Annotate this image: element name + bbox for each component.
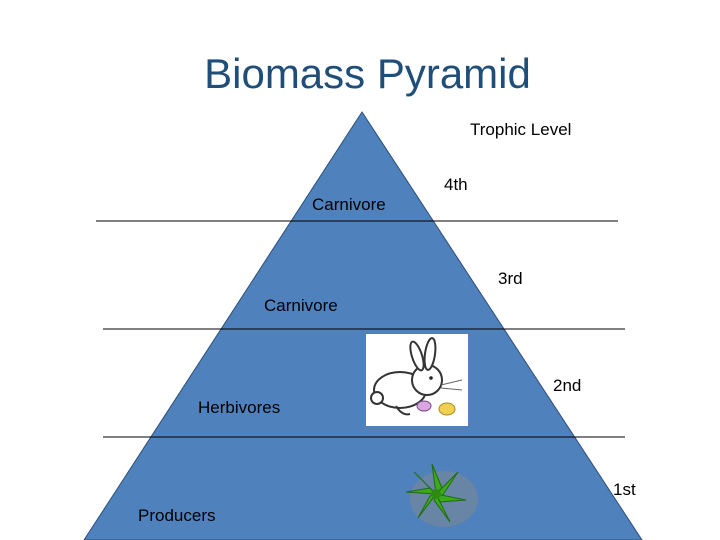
level-1-label: 1st [613, 480, 636, 500]
level-4-label: 4th [444, 175, 468, 195]
trophic-level-header: Trophic Level [470, 120, 571, 140]
level-2-organism: Herbivores [198, 398, 280, 418]
level-2-label: 2nd [553, 376, 581, 396]
rabbit-icon [366, 334, 468, 426]
level-3-label: 3rd [498, 269, 523, 289]
pyramid [84, 112, 642, 540]
level-3-organism: Carnivore [264, 296, 338, 316]
level-1-organism: Producers [138, 506, 215, 526]
level-4-organism: Carnivore [312, 195, 386, 215]
page-title: Biomass Pyramid [0, 50, 720, 98]
